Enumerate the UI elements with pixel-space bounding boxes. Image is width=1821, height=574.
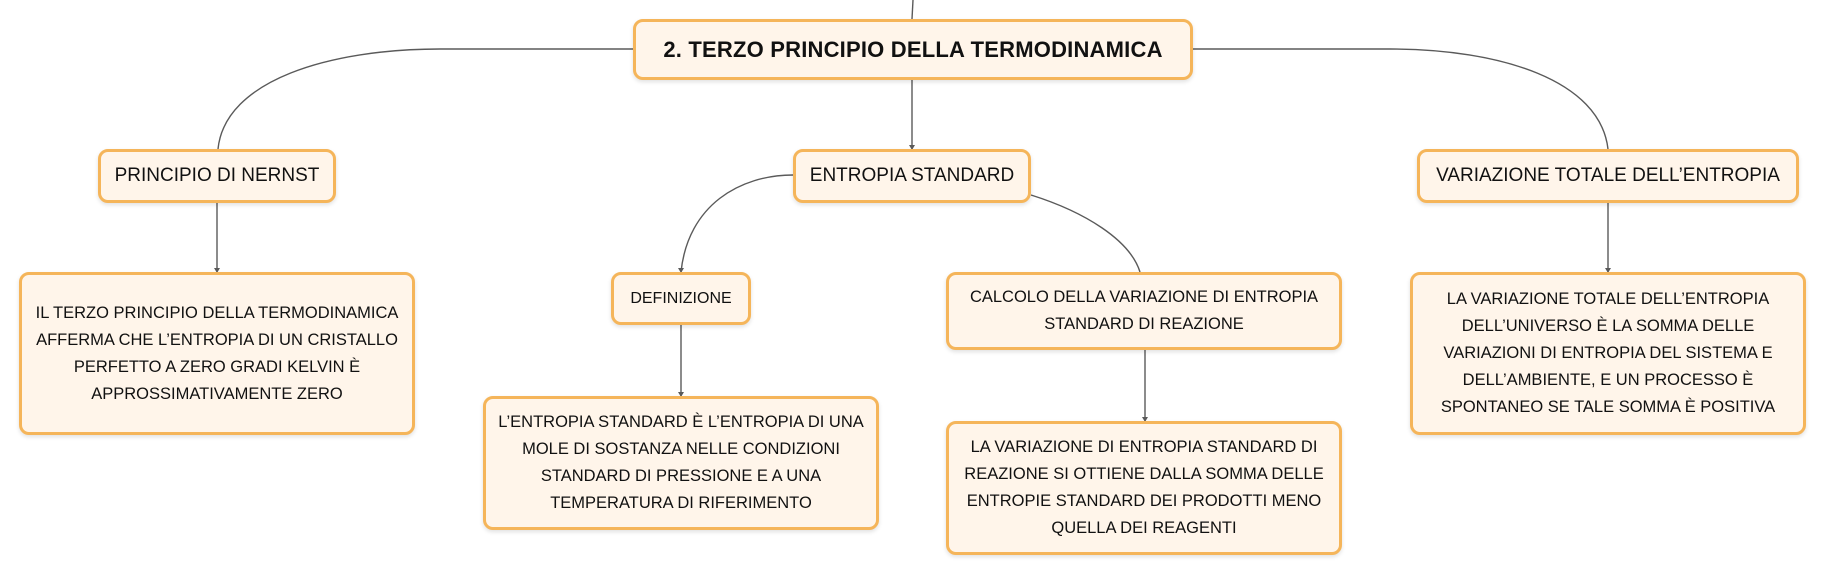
calculation-detail-node[interactable]: LA VARIAZIONE DI ENTROPIA STANDARD DI RE… <box>946 421 1342 555</box>
arrow-head-standard <box>909 145 915 150</box>
total-variation-node[interactable]: VARIAZIONE TOTALE DELL’ENTROPIA <box>1417 149 1799 203</box>
arrow-head-nernst-detail <box>214 268 220 273</box>
arrow-head-calculation-detail <box>1142 417 1148 422</box>
definition-node-label: DEFINIZIONE <box>630 289 732 307</box>
standard-entropy-node[interactable]: ENTROPIA STANDARD <box>793 149 1031 203</box>
definition-detail-text: L’ENTROPIA STANDARD È L’ENTROPIA DI UNA … <box>498 413 864 512</box>
definition-detail-node[interactable]: L’ENTROPIA STANDARD È L’ENTROPIA DI UNA … <box>483 396 879 530</box>
standard-entropy-node-label: ENTROPIA STANDARD <box>809 165 1015 186</box>
connector-parent-to-root <box>911 0 914 20</box>
nernst-detail-node[interactable]: IL TERZO PRINCIPIO DELLA TERMODINAMICA A… <box>19 272 415 435</box>
nernst-node[interactable]: PRINCIPIO DI NERNST <box>98 149 336 203</box>
arrow-head-total-detail <box>1605 268 1611 273</box>
arrow-head-definition <box>678 268 684 273</box>
definition-node[interactable]: DEFINIZIONE <box>611 272 751 325</box>
total-variation-detail-node[interactable]: LA VARIAZIONE TOTALE DELL’ENTROPIA DELL’… <box>1410 272 1806 435</box>
connector-standard-to-calculation <box>1030 194 1141 273</box>
connector-standard-to-definition <box>680 174 794 273</box>
calculation-node[interactable]: CALCOLO DELLA VARIAZIONE DI ENTROPIA STA… <box>946 272 1342 350</box>
nernst-node-label: PRINCIPIO DI NERNST <box>114 165 320 186</box>
total-variation-detail-text: LA VARIAZIONE TOTALE DELL’ENTROPIA DELL’… <box>1440 290 1776 416</box>
arrow-head-definition-detail <box>678 392 684 397</box>
root-node-label: 2. TERZO PRINCIPIO DELLA TERMODINAMICA <box>663 36 1163 62</box>
nernst-detail-text: IL TERZO PRINCIPIO DELLA TERMODINAMICA A… <box>35 303 399 403</box>
connector-root-to-total <box>1193 48 1609 150</box>
root-node[interactable]: 2. TERZO PRINCIPIO DELLA TERMODINAMICA <box>633 19 1193 80</box>
calculation-detail-text: LA VARIAZIONE DI ENTROPIA STANDARD DI RE… <box>964 438 1324 537</box>
connector-root-to-nernst <box>217 48 633 150</box>
calculation-node-label: CALCOLO DELLA VARIAZIONE DI ENTROPIA STA… <box>969 288 1319 333</box>
total-variation-node-label: VARIAZIONE TOTALE DELL’ENTROPIA <box>1436 165 1780 186</box>
